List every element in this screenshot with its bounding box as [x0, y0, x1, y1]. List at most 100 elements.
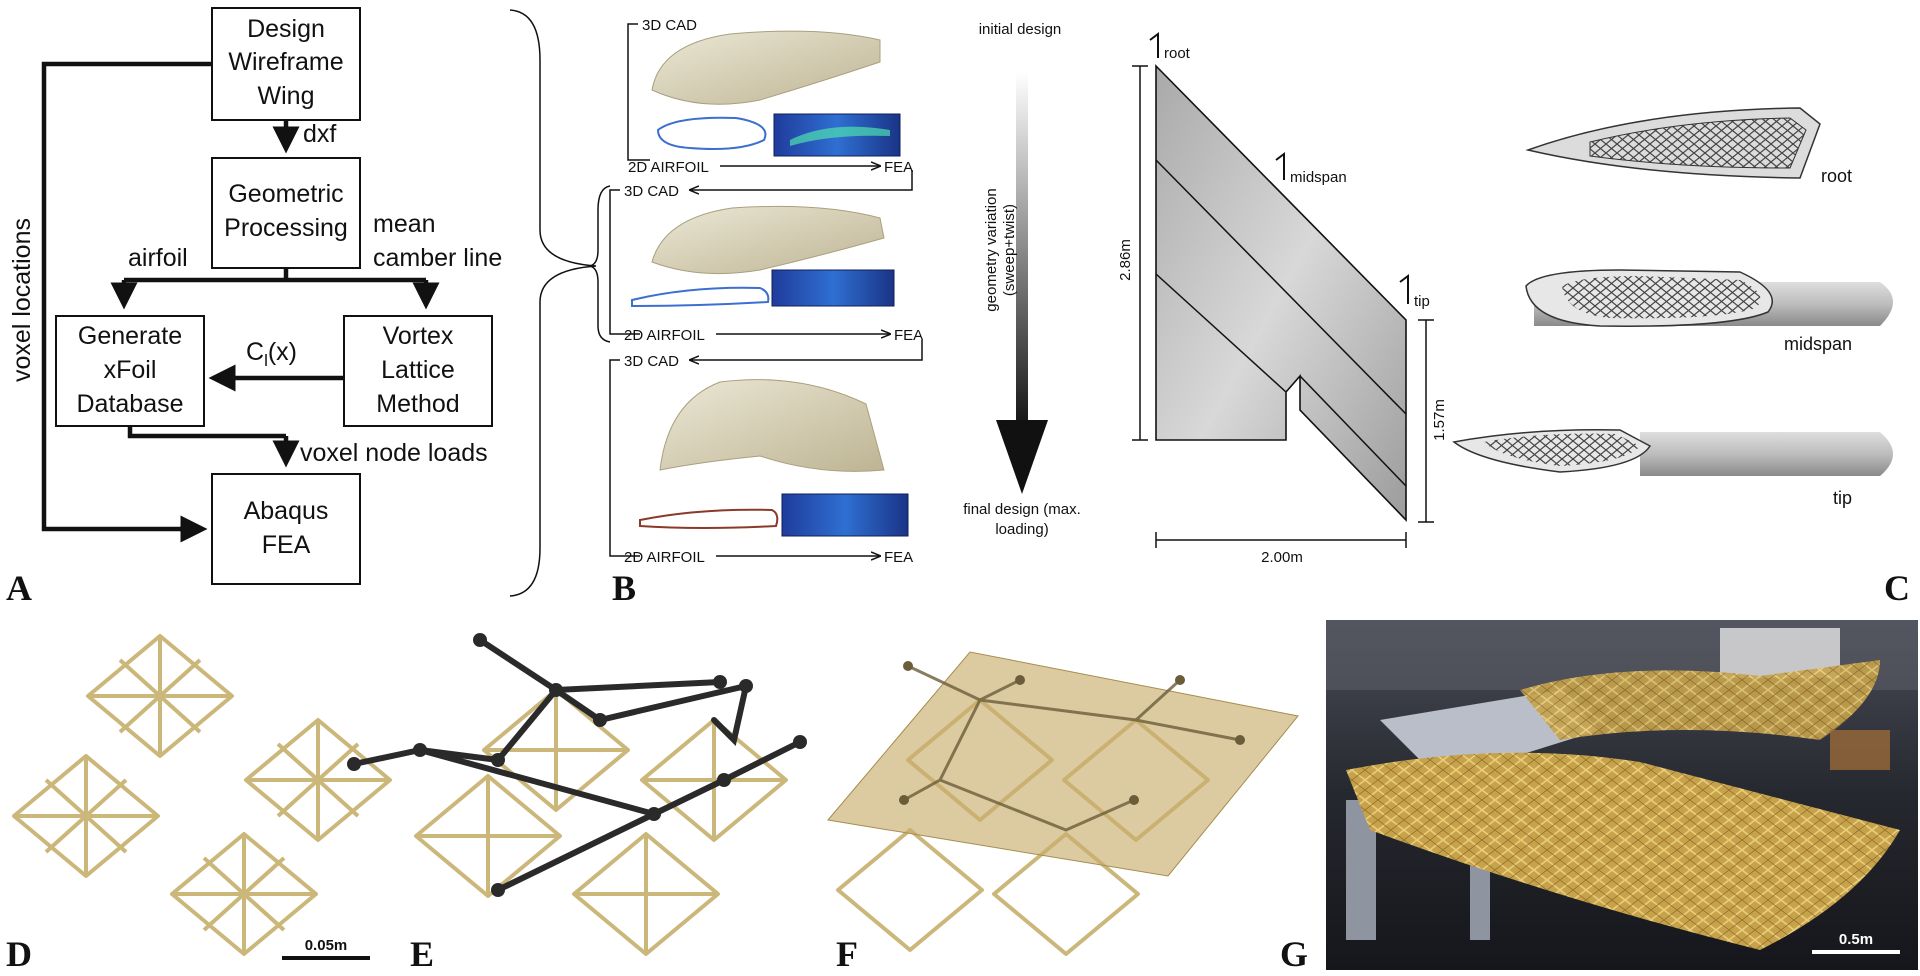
label-voxel-locations: voxel locations [8, 218, 36, 382]
label-tip: tip [1414, 293, 1430, 310]
voxel-e-2 [640, 718, 788, 842]
label-cl-c: C [246, 338, 264, 366]
marker-root [1149, 32, 1159, 58]
cad-shape-2 [651, 205, 885, 275]
box-vortex-lattice [343, 315, 493, 427]
label-airfoil: airfoil [128, 244, 188, 272]
label-3dcad-3: 3D CAD [624, 353, 679, 370]
airfoil-shape-2 [631, 286, 770, 308]
brace-large [509, 9, 597, 597]
brace-small [589, 185, 611, 343]
wing-spar-3 [1299, 375, 1407, 487]
panel-letter-c: C [1884, 568, 1910, 608]
path-voxel-locations [41, 61, 212, 532]
label-2dairfoil-1: 2D AIRFOIL [628, 159, 709, 176]
section-root-label: root [1821, 166, 1852, 186]
box-xfoil-line2: xFoil [104, 356, 157, 384]
path-voxel-loads [127, 426, 286, 439]
section-midspan-lattice [1562, 276, 1761, 319]
label-fea-1: FEA [884, 159, 913, 176]
label-final-line1: final design (max. [963, 501, 1081, 518]
label-camber-line: camber line [373, 244, 502, 272]
panel-letter-b: B [612, 568, 636, 608]
label-3dcad-1: 3D CAD [642, 17, 697, 34]
photo-wing-upper [1520, 660, 1880, 740]
fea-plot-3 [781, 493, 909, 537]
box-geometric-processing [211, 157, 361, 269]
panel-letter-f: F [836, 934, 858, 974]
panel-letter-d: D [6, 934, 32, 974]
scale-bar-g-label: 0.5m [1839, 931, 1873, 948]
panel-f-skin: F [827, 651, 1299, 974]
label-2dairfoil-2: 2D AIRFOIL [624, 327, 705, 344]
label-dxf: dxf [303, 120, 336, 148]
label-mean: mean [373, 210, 436, 238]
section-tip-label: tip [1833, 488, 1852, 508]
cad-shape-1 [651, 30, 881, 105]
panel-a-flowchart: Design Wireframe Wing dxf Geometric Proc… [6, 7, 502, 608]
label-cl-sub: l [264, 351, 268, 370]
voxel-d-1 [86, 634, 234, 758]
dim-span-label: 2.86m [1117, 239, 1134, 281]
box-xfoil-line1: Generate [78, 322, 182, 350]
voxel-d-3 [12, 754, 160, 878]
voxel-d-2 [244, 718, 392, 842]
skin-panel [827, 651, 1299, 877]
box-vortex-line1: Vortex [383, 322, 454, 350]
box-abaqus-line2: FEA [262, 531, 311, 559]
label-fea-2: FEA [894, 327, 923, 344]
loop-1-left [627, 23, 650, 161]
box-design-line3: Wing [258, 82, 315, 110]
section-tip-lattice [1484, 433, 1640, 466]
voxel-f-4 [992, 832, 1140, 956]
scale-bar-d-label: 0.05m [305, 937, 348, 954]
marker-midspan [1275, 152, 1285, 180]
variation-arrowhead [996, 420, 1048, 494]
label-voxel-node-loads: voxel node loads [300, 439, 488, 467]
airfoil-shape-1 [656, 116, 767, 150]
section-tip-tube [1640, 432, 1893, 476]
photo-wing-lower [1346, 752, 1900, 950]
panel-c-wing-geometry: root midspan tip 2.86m 1.57m 2.00m root … [1117, 32, 1910, 608]
box-abaqus-fea [211, 473, 361, 585]
beam-nodes-f [899, 661, 1245, 805]
label-fea-3: FEA [884, 549, 913, 566]
voxel-f-3 [836, 828, 984, 952]
panel-g-photo: 0.5m G [1280, 620, 1918, 974]
label-root: root [1164, 45, 1191, 62]
marker-tip [1399, 274, 1409, 304]
panel-e-lattice: E [347, 633, 807, 974]
section-root-lattice [1589, 117, 1807, 169]
photo-crate [1830, 730, 1890, 770]
panel-d-lattice [12, 634, 392, 956]
beam-network-f [903, 664, 1241, 832]
label-2dairfoil-3: 2D AIRFOIL [624, 549, 705, 566]
label-3dcad-2: 3D CAD [624, 183, 679, 200]
panel-b-workflow: 3D CAD 2D AIRFOIL FEA 3D CAD 2D AIRFOIL … [589, 17, 1081, 608]
box-abaqus-line1: Abaqus [244, 497, 329, 525]
section-midspan-label: midspan [1784, 334, 1852, 354]
wing-spar-2 [1155, 273, 1287, 393]
panel-letter-g: G [1280, 934, 1308, 974]
dim-chord-label: 2.00m [1261, 549, 1303, 566]
panel-letter-e: E [410, 934, 434, 974]
box-xfoil-line3: Database [76, 390, 183, 418]
loop-3-left [609, 359, 640, 557]
panel-d-labels: 0.05m D [6, 934, 370, 974]
label-final-line2: loading) [995, 521, 1048, 538]
cad-shape-3 [659, 379, 885, 472]
panel-letter-a: A [6, 568, 32, 608]
box-design-line1: Design [247, 15, 325, 43]
loop-2-left [609, 189, 640, 335]
label-midspan: midspan [1290, 169, 1347, 186]
box-geometric-line1: Geometric [228, 180, 343, 208]
loop-1-return [690, 170, 913, 190]
label-variation-line2: (sweep+twist) [1001, 204, 1018, 296]
beam-nodes-e [347, 633, 807, 897]
beam-network-e [351, 637, 803, 893]
loop-2-return [690, 340, 923, 360]
box-vortex-line3: Method [376, 390, 459, 418]
dim-tip-label: 1.57m [1431, 399, 1448, 441]
label-cl-arg: (x) [268, 338, 297, 366]
